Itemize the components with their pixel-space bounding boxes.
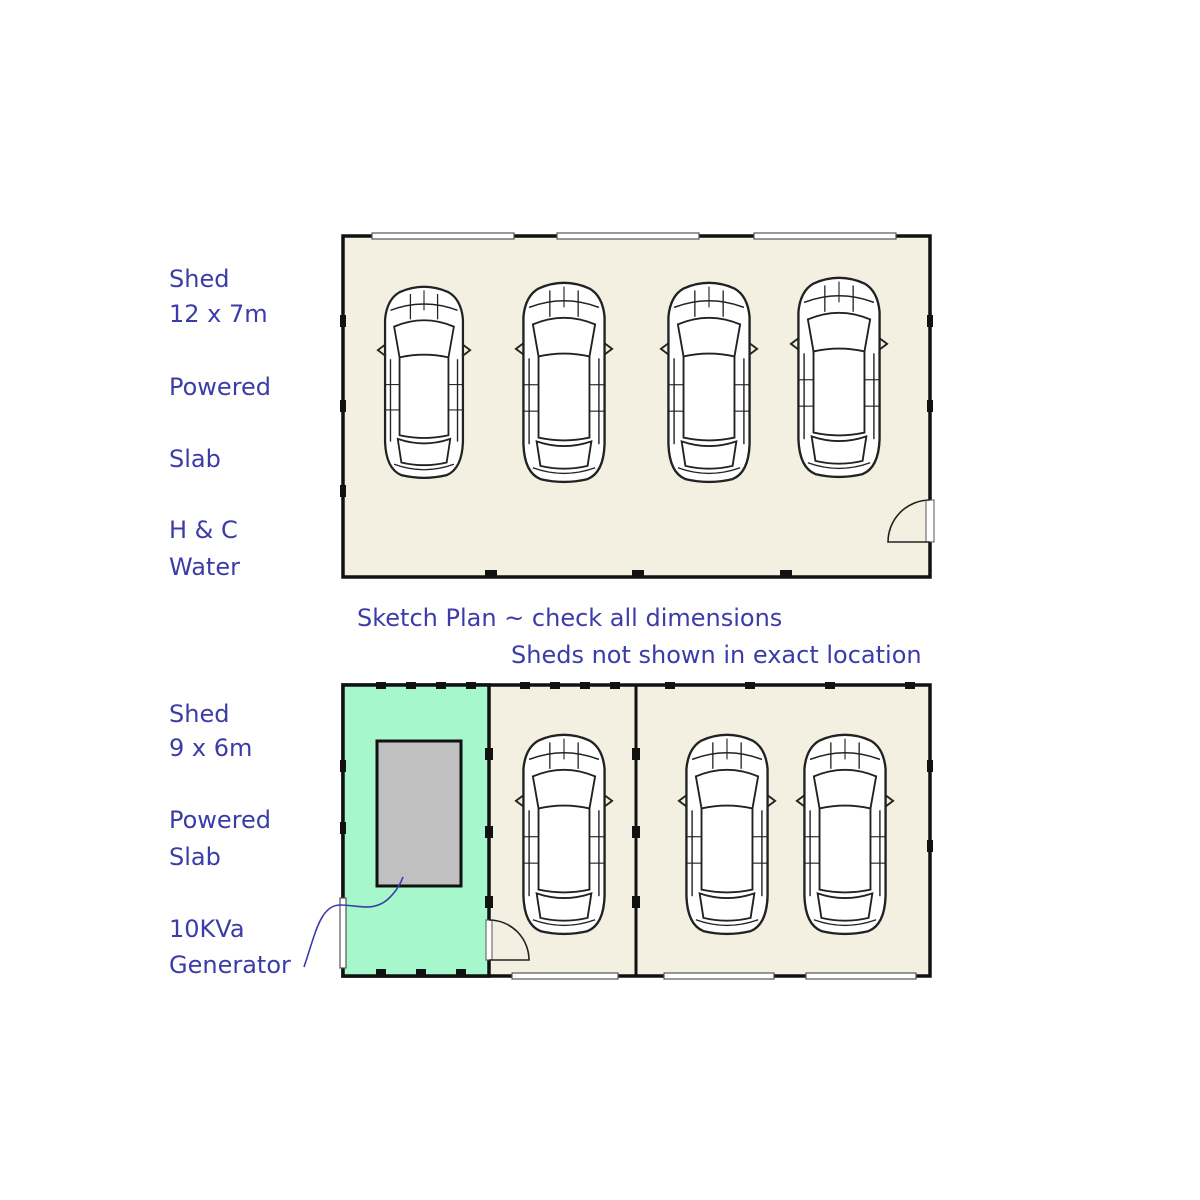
door-swing-icon (887, 499, 935, 543)
shed-top-posts (340, 315, 933, 577)
note-sketch-plan: Sketch Plan ~ check all dimensions (357, 604, 783, 632)
door-swing-icon (485, 919, 530, 961)
window-icon (753, 232, 897, 240)
generator-unit-icon (375, 739, 463, 888)
window-icon (511, 972, 619, 980)
shed-top-water-line2: Water (169, 553, 240, 581)
car-top-view-icon (514, 733, 614, 936)
window-icon (805, 972, 917, 980)
shed-bottom-powered: Powered (169, 806, 272, 834)
car-top-view-icon (514, 281, 614, 484)
shed-bottom-size: 9 x 6m (169, 734, 253, 762)
generator-leader-line (303, 876, 404, 968)
shed-top-size: 12 x 7m (169, 300, 268, 328)
shed-top-title: Shed (169, 265, 230, 293)
window-icon (556, 232, 700, 240)
shed-bottom-title: Shed (169, 700, 230, 728)
window-icon (339, 897, 347, 969)
generator-label-line2: Generator (169, 951, 291, 979)
shed-top-plan (340, 232, 935, 579)
car-top-view-icon (677, 733, 777, 936)
note-location: Sheds not shown in exact location (511, 641, 922, 669)
car-top-view-icon (795, 733, 895, 936)
shed-bottom-posts (340, 682, 933, 976)
window-icon (371, 232, 515, 240)
shed-bottom-plan (339, 682, 933, 980)
car-top-view-icon (789, 276, 889, 479)
shed-top-water-line1: H & C (169, 516, 238, 544)
car-top-view-icon (659, 281, 759, 484)
generator-label-line1: 10KVa (169, 915, 245, 943)
shed-bottom-slab-label: Slab (169, 843, 221, 871)
window-icon (663, 972, 775, 980)
shed-top-slab-label: Slab (169, 445, 221, 473)
shed-top-powered: Powered (169, 373, 272, 401)
car-top-view-icon (376, 285, 472, 480)
